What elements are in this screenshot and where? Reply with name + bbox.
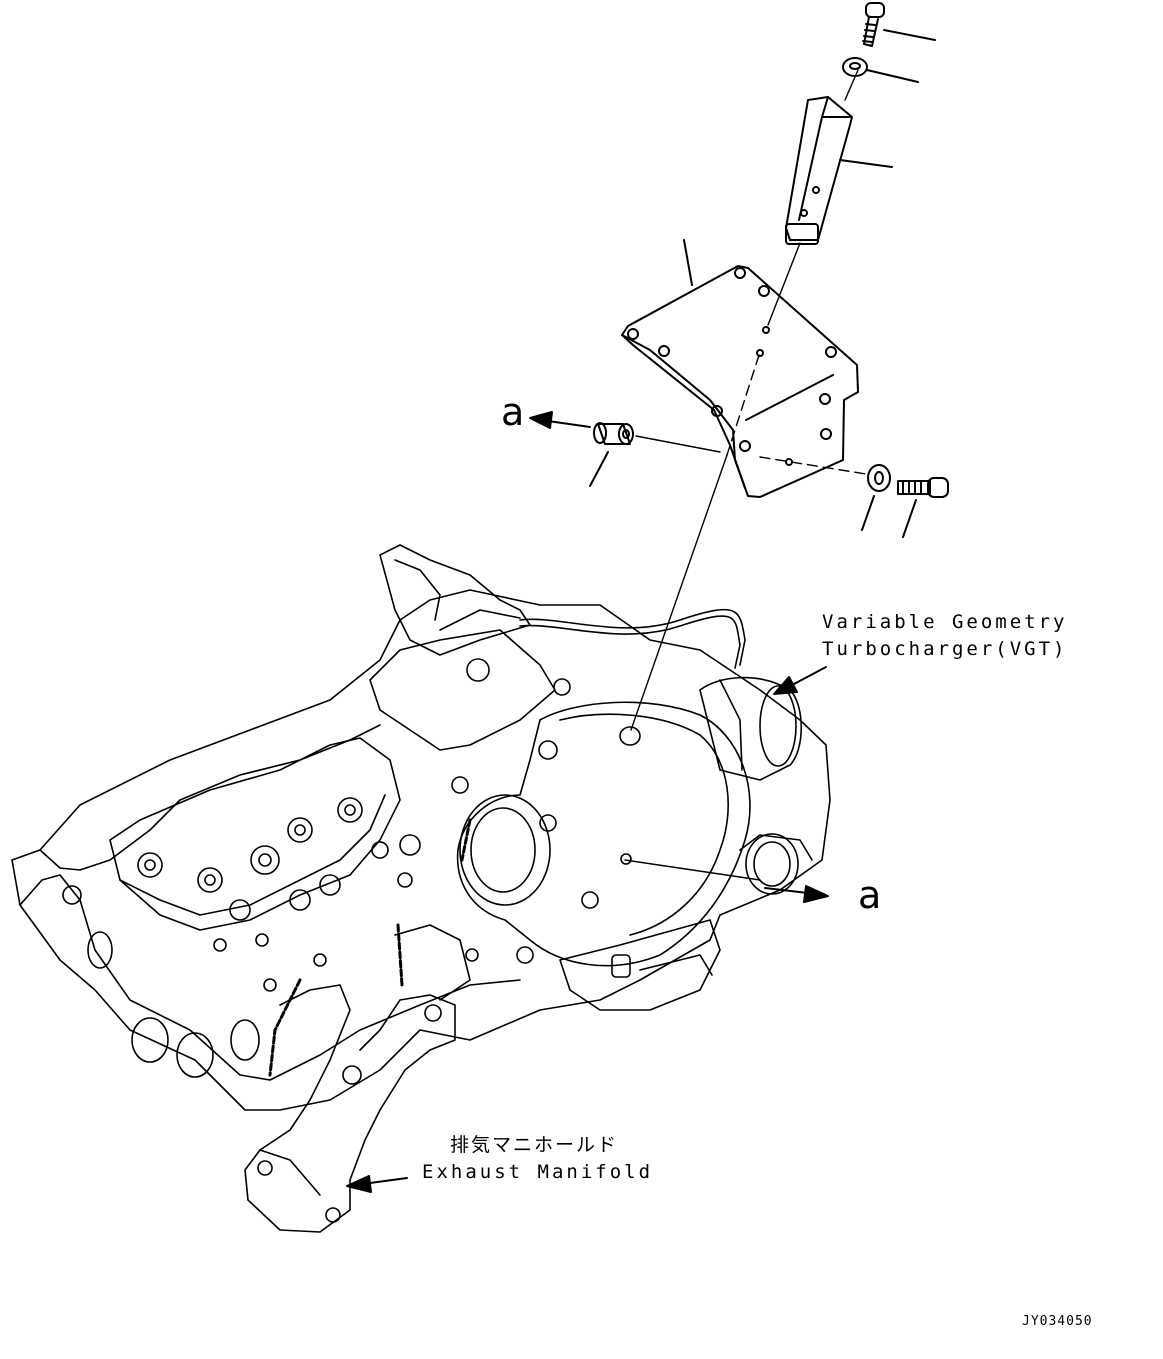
washer-top	[842, 57, 868, 77]
mounting-plate	[621, 265, 859, 498]
drawing-code: JY034050	[1022, 1314, 1093, 1329]
arrow-a-top	[529, 411, 591, 429]
leader-washer-top	[866, 69, 919, 83]
sensor-bracket	[785, 96, 853, 245]
leader-collar	[589, 451, 609, 487]
arrow-a-right	[764, 885, 829, 903]
arrow-manifold	[346, 1175, 408, 1193]
manifold-label-jp: 排気マニホールド	[450, 1134, 619, 1156]
engine-assembly	[11, 544, 831, 1233]
assembly-axes	[624, 69, 867, 881]
manifold-label-en: Exhaust Manifold	[422, 1161, 654, 1183]
leader-plate	[683, 239, 693, 286]
callout-a-right: a	[858, 873, 882, 917]
vgt-label-line2: Turbocharger(VGT)	[822, 638, 1068, 660]
washer-right	[867, 464, 891, 492]
bolt-right	[897, 477, 949, 498]
callout-a-top: a	[501, 390, 525, 434]
leader-sensor	[839, 159, 893, 168]
leader-bolt-top	[883, 29, 936, 41]
leader-bolt-right	[902, 499, 917, 538]
spacer-collar	[593, 422, 634, 445]
vgt-label-line1: Variable Geometry	[822, 611, 1068, 633]
arrow-vgt	[773, 666, 827, 695]
leader-washer-right	[861, 495, 875, 531]
bolt-top	[862, 2, 885, 47]
